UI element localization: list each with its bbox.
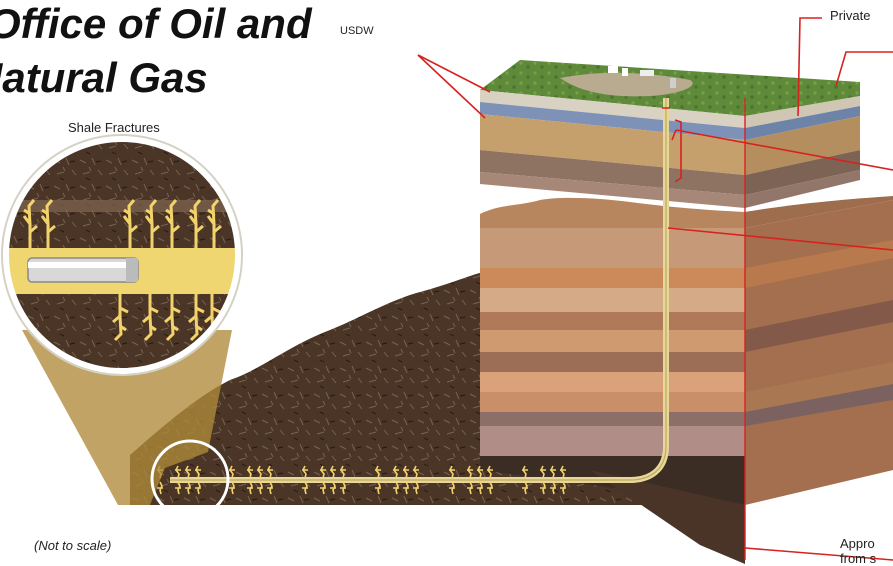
usdw-label: USDW <box>340 25 374 37</box>
fracture-mark <box>247 465 253 495</box>
fracture-stalk-down <box>204 294 221 342</box>
fracture-mark <box>195 465 201 495</box>
lateral-fractures <box>157 465 566 495</box>
approx-label-line-2: from s <box>840 551 877 566</box>
fracture-mark <box>375 465 381 495</box>
fracture-stalk-down <box>164 294 181 342</box>
shale-fractures-label: Shale Fractures <box>68 120 160 135</box>
fracture-mark <box>522 465 528 495</box>
fracture-mark <box>330 465 336 495</box>
fracture-mark <box>267 465 273 495</box>
upper-block <box>480 60 860 208</box>
fracture-mark <box>487 465 493 495</box>
fracture-mark <box>320 465 326 495</box>
rock-cross-section <box>130 270 893 505</box>
not-to-scale-note: (Not to scale) <box>34 538 112 553</box>
fracture-mark <box>175 465 181 495</box>
fracture-mark <box>413 465 419 495</box>
fracture-stalk-up <box>188 199 204 248</box>
fracture-stalk-up <box>122 199 138 248</box>
fracture-stalk-up <box>144 199 160 248</box>
fracture-stalk-up <box>22 199 38 248</box>
fracture-mark <box>185 465 191 495</box>
fracture-mark <box>477 465 483 495</box>
fracture-mark <box>560 465 566 495</box>
fracture-mark <box>403 465 409 495</box>
fracture-mark <box>550 465 556 495</box>
pointer-lines <box>417 17 893 561</box>
zoom-cone <box>22 330 232 505</box>
fracture-stalk-up <box>40 199 56 248</box>
page-title-line-2: Natural Gas <box>0 54 208 101</box>
private-label: Private <box>830 8 871 23</box>
fracture-mark <box>229 465 235 495</box>
fracture-mark <box>302 465 308 495</box>
fracture-stalk-down <box>142 294 159 342</box>
depth-bracket <box>674 119 682 183</box>
page-title-line-1: Office of Oil and <box>0 0 312 47</box>
detail-circle <box>150 439 230 519</box>
fracture-mark <box>257 465 263 495</box>
magnifier-ring <box>3 136 241 374</box>
fracture-mark <box>393 465 399 495</box>
approx-label-line-1: Appro <box>840 536 875 551</box>
fracture-mark <box>467 465 473 495</box>
fracture-mark <box>449 465 455 495</box>
fracture-stalks <box>22 199 222 342</box>
fracture-stalk-up <box>206 199 222 248</box>
shale-fractures-magnifier <box>6 139 238 371</box>
fracture-stalk-down <box>112 294 129 342</box>
lower-block <box>480 196 893 505</box>
fracture-mark <box>540 465 546 495</box>
fracture-stalk-down <box>188 294 205 342</box>
fracture-mark <box>340 465 346 495</box>
fracture-stalk-up <box>164 199 180 248</box>
